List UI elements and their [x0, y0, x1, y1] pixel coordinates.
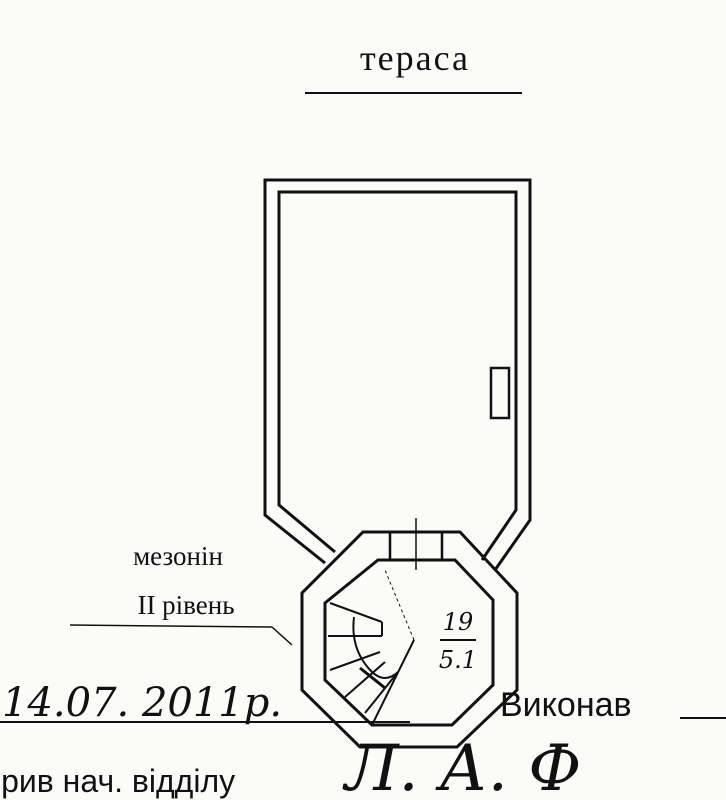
door-icon — [489, 366, 511, 420]
room-number: 19 — [443, 608, 474, 636]
spiral-stair-icon — [328, 569, 415, 726]
mezzanine-label: мезонін — [133, 541, 223, 571]
terrace-inner-wall — [277, 190, 518, 561]
terrace-label: тераса — [360, 38, 470, 78]
mezzanine-outer-wall — [300, 530, 519, 749]
room-area: 5.1 — [439, 646, 477, 674]
checked-by-label: ірив нач. відділу — [0, 763, 235, 799]
date-handwritten: 14.07. 2011р. — [2, 680, 282, 726]
mezzanine-inner-wall — [323, 558, 495, 727]
executed-by-label: Виконав — [500, 686, 632, 724]
signature: Л. А. Ф — [342, 732, 581, 800]
terrace-outer-wall — [263, 178, 532, 571]
level-label: II рівень — [137, 590, 234, 620]
